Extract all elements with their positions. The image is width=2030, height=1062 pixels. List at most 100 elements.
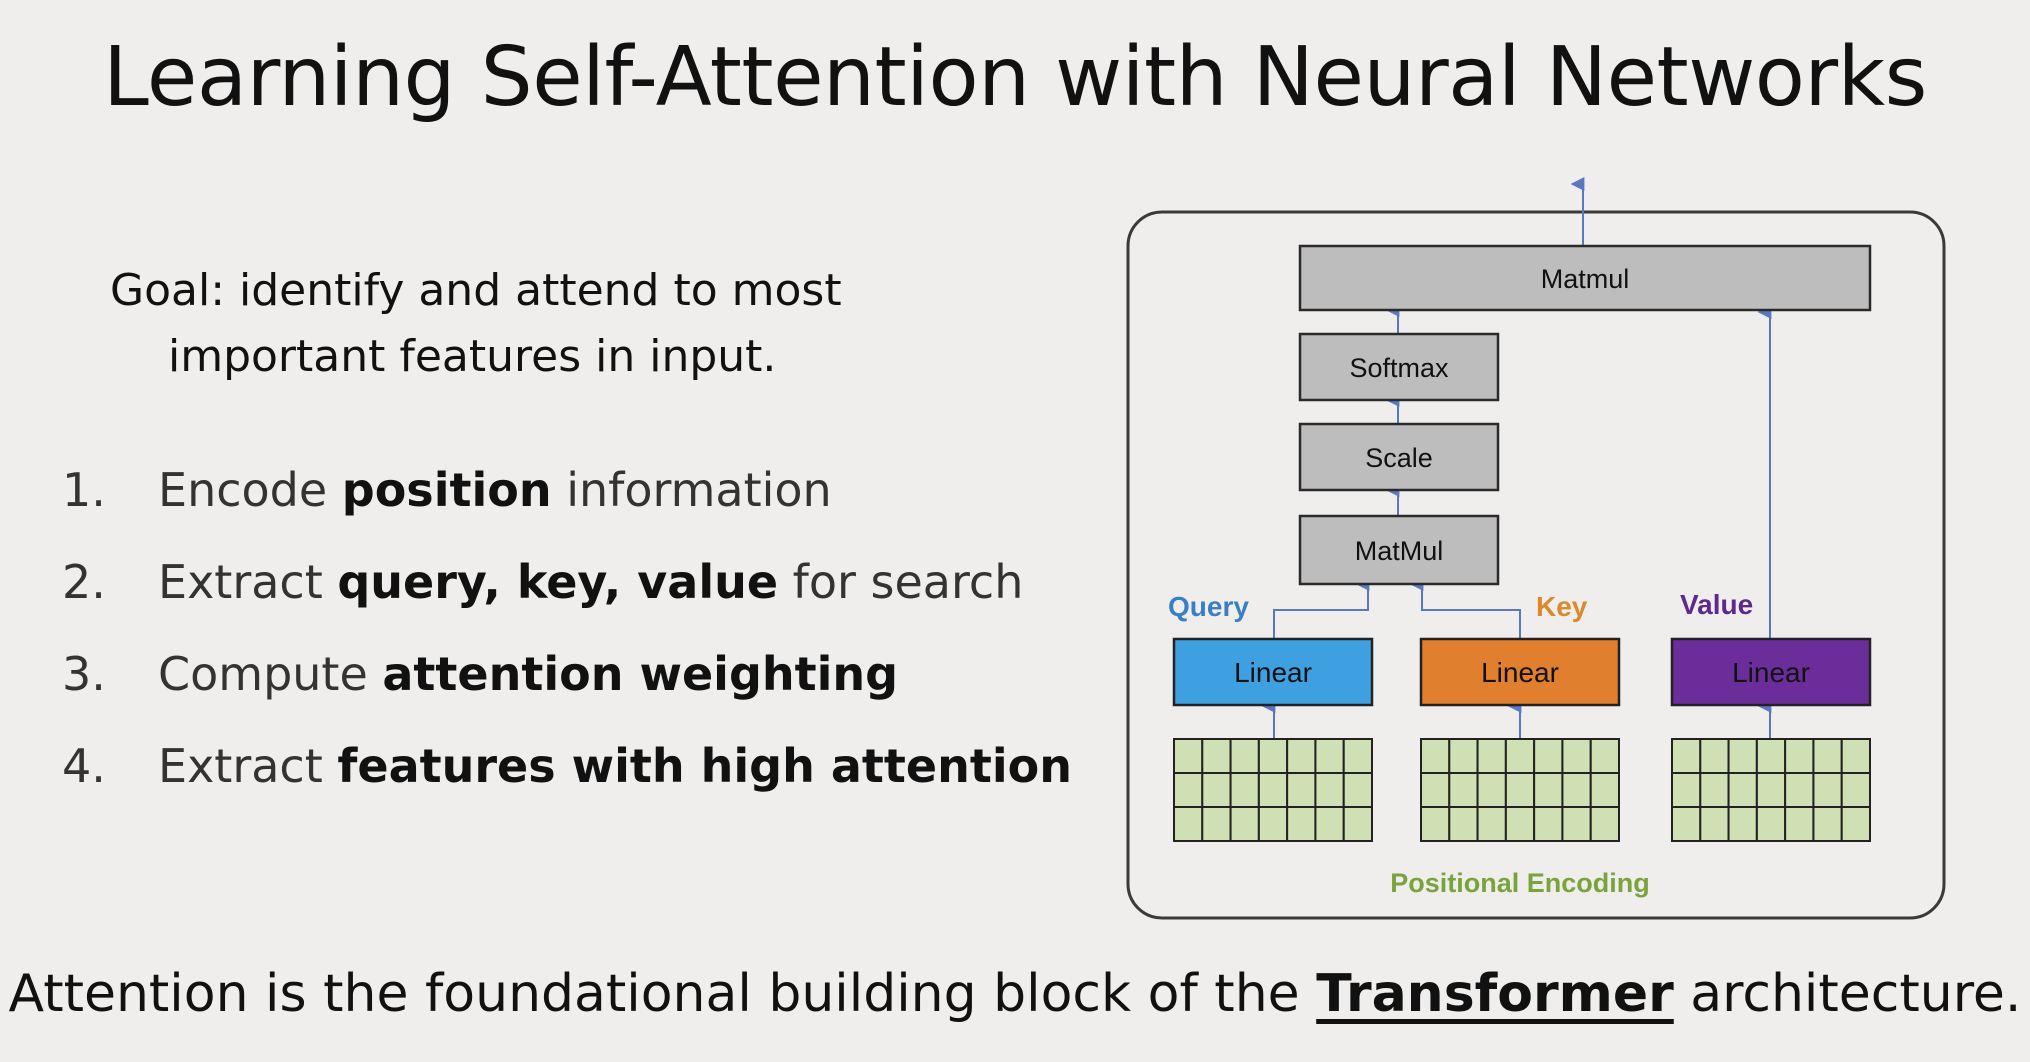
encoding-cell (1533, 806, 1564, 842)
positional-encoding-label: Positional Encoding (1390, 868, 1650, 898)
softmax-block: Softmax (1298, 332, 1500, 402)
encoding-cell (1504, 806, 1536, 842)
matmul-top-label: Matmul (1541, 264, 1630, 294)
encoding-cell (1314, 806, 1345, 842)
step-bold-text: attention weighting (382, 647, 899, 701)
matmul-label: MatMul (1355, 536, 1444, 566)
matmul-block: MatMul (1298, 514, 1500, 586)
linear-query-block: Linear (1172, 637, 1374, 707)
footer-text: Attention is the foundational building b… (8, 964, 1317, 1024)
encoding-cell (1173, 806, 1204, 842)
linear-key-label: Linear (1481, 657, 1559, 688)
encoding-cell (1812, 806, 1843, 842)
encoding-cell (1257, 772, 1289, 808)
encoding-cell (1420, 806, 1451, 842)
step-text: Compute (158, 647, 383, 701)
encoding-cell (1755, 772, 1787, 808)
encoding-cell (1840, 772, 1871, 808)
encoding-cell (1699, 738, 1730, 774)
encoding-cell (1420, 738, 1451, 774)
encoding-cell (1448, 738, 1479, 774)
goal-text: Goal: identify and attend to most import… (110, 258, 870, 390)
encoding-cell (1504, 738, 1536, 774)
value-label: Value (1680, 589, 1753, 620)
encoding-cell (1533, 772, 1564, 808)
encoding-cell (1561, 772, 1592, 808)
encoding-cell (1257, 738, 1289, 774)
encoding-cell (1201, 772, 1232, 808)
linear-value-rect (1670, 637, 1872, 707)
encoding-cell (1784, 806, 1815, 842)
step-item: 2. Extract query, key, value for search (62, 550, 1082, 642)
encoding-cell (1314, 738, 1345, 774)
linear-value-block: Linear (1670, 637, 1872, 707)
step-bold-text: position (341, 463, 552, 517)
value-encoding-grid (1671, 738, 1871, 842)
step-item: 1. Encode position information (62, 458, 1082, 550)
softmax-rect (1298, 332, 1500, 402)
step-bold-text: features with high attention (337, 739, 1072, 793)
linear-key-block: Linear (1419, 637, 1621, 707)
encoding-cell (1173, 738, 1204, 774)
linear-query-label: Linear (1234, 657, 1312, 688)
query-to-matmul-arrow (1273, 577, 1370, 639)
step-text: for search (778, 555, 1024, 609)
encoding-cell (1342, 738, 1373, 774)
scale-block: Scale (1298, 422, 1500, 492)
footer-statement: Attention is the foundational building b… (0, 964, 2030, 1024)
step-text: Encode (158, 463, 342, 517)
step-text: information (551, 463, 832, 517)
matmul-rect (1298, 514, 1500, 586)
encoding-cell (1201, 738, 1232, 774)
step-number: 2. (62, 555, 106, 609)
matmul-top-block: Matmul (1298, 244, 1872, 312)
encoding-cell (1671, 738, 1702, 774)
encoding-cell (1699, 806, 1730, 842)
step-number: 1. (62, 463, 106, 517)
step-item: 3. Compute attention weighting (62, 642, 1082, 734)
step-text: Extract (158, 555, 338, 609)
encoding-cell (1229, 772, 1260, 808)
encoding-cell (1671, 806, 1702, 842)
encoding-cell (1561, 738, 1592, 774)
encoding-cell (1286, 806, 1317, 842)
encoding-cell (1727, 738, 1758, 774)
linear-value-label: Linear (1732, 657, 1810, 688)
key-label: Key (1536, 591, 1588, 622)
step-item: 4. Extract features with high attention (62, 734, 1082, 826)
step-bold-text: query, key, value (337, 555, 779, 609)
encoding-cell (1755, 738, 1787, 774)
encoding-cell (1314, 772, 1345, 808)
encoding-cell (1257, 806, 1289, 842)
step-number: 4. (62, 739, 106, 793)
encoding-cell (1671, 772, 1702, 808)
transformer-term: Transformer (1316, 964, 1674, 1024)
encoding-cell (1448, 806, 1479, 842)
scale-rect (1298, 422, 1500, 492)
goal-line-2: important features in input. (168, 331, 777, 382)
encoding-cell (1342, 772, 1373, 808)
encoding-cell (1448, 772, 1479, 808)
softmax-label: Softmax (1349, 353, 1449, 383)
encoding-cell (1812, 738, 1843, 774)
linear-key-rect (1419, 637, 1621, 707)
encoding-cell (1420, 772, 1451, 808)
encoding-cell (1699, 772, 1730, 808)
steps-list: 1. Encode position information 2. Extrac… (62, 458, 1082, 826)
encoding-cell (1561, 806, 1592, 842)
encoding-cell (1840, 738, 1871, 774)
encoding-cell (1812, 772, 1843, 808)
encoding-cell (1727, 772, 1758, 808)
query-label: Query (1168, 591, 1249, 622)
encoding-cell (1589, 738, 1620, 774)
goal-line-1: Goal: identify and attend to most (110, 265, 842, 316)
encoding-cell (1589, 806, 1620, 842)
encoding-cell (1201, 806, 1232, 842)
encoding-cell (1476, 738, 1507, 774)
encoding-cell (1755, 806, 1787, 842)
encoding-cell (1589, 772, 1620, 808)
step-number: 3. (62, 647, 106, 701)
key-to-matmul-arrow (1409, 577, 1521, 639)
matmul-top-rect (1298, 244, 1872, 312)
